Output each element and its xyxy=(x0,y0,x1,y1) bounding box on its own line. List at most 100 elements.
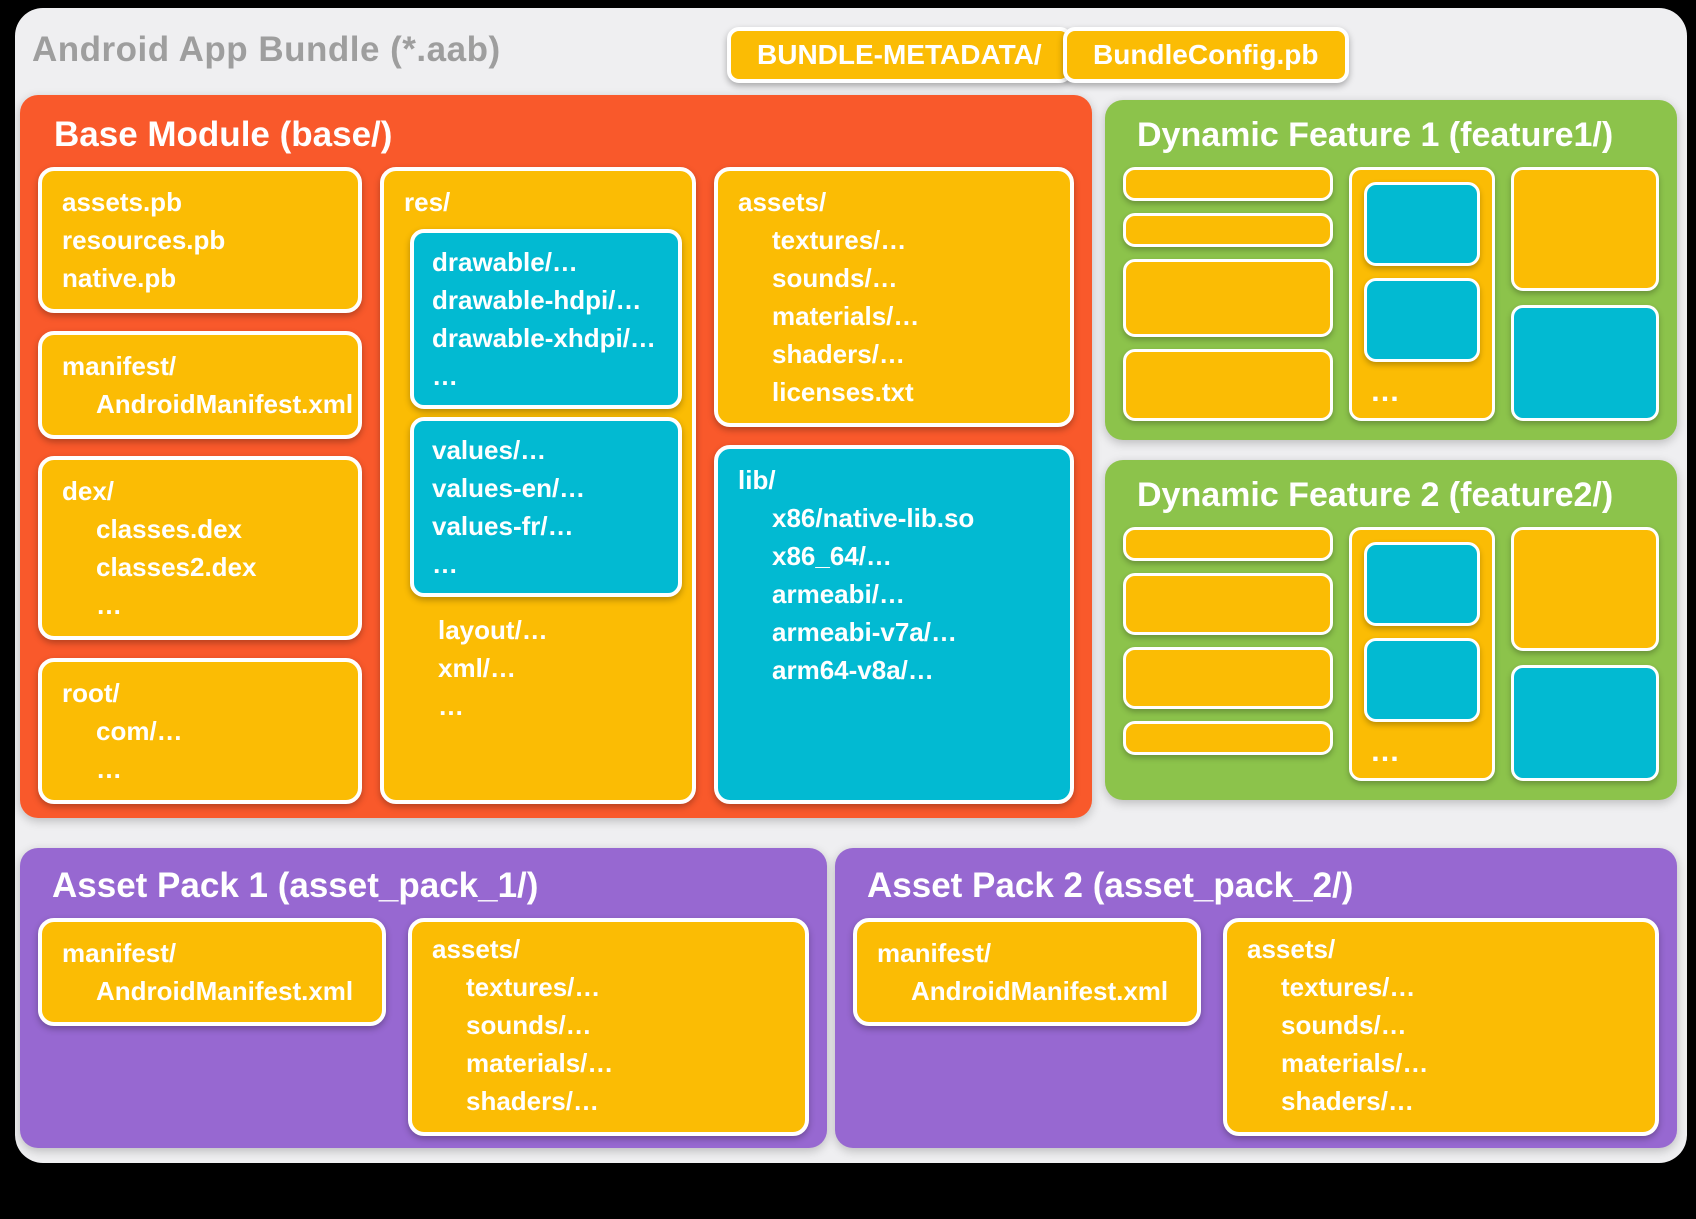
tree-line: layout/… xyxy=(438,611,692,649)
feature-mini-column-a xyxy=(1123,527,1333,781)
tree-line: armeabi/… xyxy=(738,575,1050,613)
protos-box: assets.pbresources.pbnative.pb xyxy=(38,167,362,313)
mini-box xyxy=(1123,527,1333,561)
dynamic-feature-2-panel: Dynamic Feature 2 (feature2/) … xyxy=(1105,460,1677,800)
tree-line: shaders/… xyxy=(1247,1082,1635,1120)
res-box: res/ drawable/…drawable-hdpi/…drawable-x… xyxy=(380,167,696,804)
tree-line: … xyxy=(438,687,692,725)
pack-title: Asset Pack 1 (asset_pack_1/) xyxy=(52,866,809,906)
tree-line: lib/ xyxy=(738,461,1050,499)
bundle-config-pill: BundleConfig.pb xyxy=(1063,27,1349,83)
pack-row: manifest/AndroidManifest.xml assets/text… xyxy=(38,918,809,1136)
pack-title: Asset Pack 2 (asset_pack_2/) xyxy=(867,866,1659,906)
tree-line: values-en/… xyxy=(432,469,660,507)
tree-line: … xyxy=(432,545,660,583)
feature-mini-grid: … xyxy=(1123,527,1659,781)
tree-line: root/ xyxy=(62,674,338,712)
tree-line: x86/native-lib.so xyxy=(738,499,1050,537)
tree-line: x86_64/… xyxy=(738,537,1050,575)
tree-line: sounds/… xyxy=(1247,1006,1635,1044)
feature-mini-column-c xyxy=(1511,527,1659,781)
mini-box xyxy=(1123,647,1333,709)
tree-line: manifest/ xyxy=(62,347,338,385)
pack-manifest-box: manifest/AndroidManifest.xml xyxy=(38,918,386,1026)
tree-line: drawable/… xyxy=(432,243,660,281)
tree-line: armeabi-v7a/… xyxy=(738,613,1050,651)
tree-line: AndroidManifest.xml xyxy=(62,972,362,1010)
tree-line: assets/ xyxy=(1247,930,1635,968)
feature-mini-column-a xyxy=(1123,167,1333,421)
tree-line: textures/… xyxy=(432,968,785,1006)
mini-box xyxy=(1123,721,1333,755)
mini-teal-box xyxy=(1364,638,1480,722)
mini-teal-box xyxy=(1364,542,1480,626)
mini-teal-box xyxy=(1364,278,1480,362)
feature-mini-column-c xyxy=(1511,167,1659,421)
pack-row: manifest/AndroidManifest.xml assets/text… xyxy=(853,918,1659,1136)
dex-box: dex/classes.dexclasses2.dex… xyxy=(38,456,362,640)
mini-teal-box xyxy=(1511,665,1659,781)
tree-line: values/… xyxy=(432,431,660,469)
tree-line: com/… xyxy=(62,712,338,750)
base-column-3: assets/textures/…sounds/…materials/…shad… xyxy=(714,167,1074,804)
tree-line: sounds/… xyxy=(738,259,1050,297)
tree-line: sounds/… xyxy=(432,1006,785,1044)
dynamic-feature-1-panel: Dynamic Feature 1 (feature1/) … xyxy=(1105,100,1677,440)
base-module-title: Base Module (base/) xyxy=(54,115,1074,155)
tree-line: materials/… xyxy=(738,297,1050,335)
tree-line: drawable-hdpi/… xyxy=(432,281,660,319)
tree-line: AndroidManifest.xml xyxy=(877,972,1177,1010)
tree-line: native.pb xyxy=(62,259,338,297)
tree-line: classes.dex xyxy=(62,510,338,548)
res-tail-lines: layout/…xml/…… xyxy=(384,603,692,725)
tree-line: drawable-xhdpi/… xyxy=(432,319,660,357)
base-column-2: res/ drawable/…drawable-hdpi/…drawable-x… xyxy=(380,167,696,804)
tree-line: … xyxy=(62,586,338,624)
tree-line: xml/… xyxy=(438,649,692,687)
asset-pack-2-panel: Asset Pack 2 (asset_pack_2/) manifest/An… xyxy=(835,848,1677,1148)
mini-box xyxy=(1123,167,1333,201)
lib-box: lib/x86/native-lib.sox86_64/…armeabi/…ar… xyxy=(714,445,1074,804)
tree-line: dex/ xyxy=(62,472,338,510)
feature-title: Dynamic Feature 2 (feature2/) xyxy=(1137,476,1659,515)
feature-mini-grid: … xyxy=(1123,167,1659,421)
tree-line: AndroidManifest.xml xyxy=(62,385,338,423)
feature-mini-container: … xyxy=(1349,527,1495,781)
tree-line: shaders/… xyxy=(432,1082,785,1120)
tree-line: assets/ xyxy=(432,930,785,968)
mini-teal-box xyxy=(1364,182,1480,266)
tree-line: classes2.dex xyxy=(62,548,338,586)
manifest-box: manifest/AndroidManifest.xml xyxy=(38,331,362,439)
tree-line: textures/… xyxy=(1247,968,1635,1006)
tree-line: … xyxy=(432,357,660,395)
tree-line: manifest/ xyxy=(877,934,1177,972)
tree-line: arm64-v8a/… xyxy=(738,651,1050,689)
tree-line: textures/… xyxy=(738,221,1050,259)
asset-pack-1-panel: Asset Pack 1 (asset_pack_1/) manifest/An… xyxy=(20,848,827,1148)
pack-assets-box: assets/textures/…sounds/…materials/…shad… xyxy=(1223,918,1659,1136)
mini-box xyxy=(1123,573,1333,635)
base-module-panel: Base Module (base/) assets.pbresources.p… xyxy=(20,95,1092,818)
base-column-1: assets.pbresources.pbnative.pb manifest/… xyxy=(38,167,362,804)
values-box: values/…values-en/…values-fr/…… xyxy=(410,417,682,597)
page-title: Android App Bundle (*.aab) xyxy=(32,30,501,70)
tree-line: values-fr/… xyxy=(432,507,660,545)
tree-line: shaders/… xyxy=(738,335,1050,373)
base-module-columns: assets.pbresources.pbnative.pb manifest/… xyxy=(38,167,1074,804)
bundle-metadata-pill: BUNDLE-METADATA/ xyxy=(727,27,1072,83)
tree-line: … xyxy=(62,750,338,788)
feature-mini-container: … xyxy=(1349,167,1495,421)
mini-box xyxy=(1511,527,1659,651)
pack-manifest-box: manifest/AndroidManifest.xml xyxy=(853,918,1201,1026)
pack-assets-box: assets/textures/…sounds/…materials/…shad… xyxy=(408,918,809,1136)
tree-line: assets.pb xyxy=(62,183,338,221)
assets-box: assets/textures/…sounds/…materials/…shad… xyxy=(714,167,1074,427)
tree-line: licenses.txt xyxy=(738,373,1050,411)
ellipsis-label: … xyxy=(1370,740,1480,764)
tree-line: manifest/ xyxy=(62,934,362,972)
tree-line: materials/… xyxy=(432,1044,785,1082)
res-title: res/ xyxy=(384,183,692,221)
tree-line: assets/ xyxy=(738,183,1050,221)
feature-title: Dynamic Feature 1 (feature1/) xyxy=(1137,116,1659,155)
mini-box xyxy=(1123,213,1333,247)
